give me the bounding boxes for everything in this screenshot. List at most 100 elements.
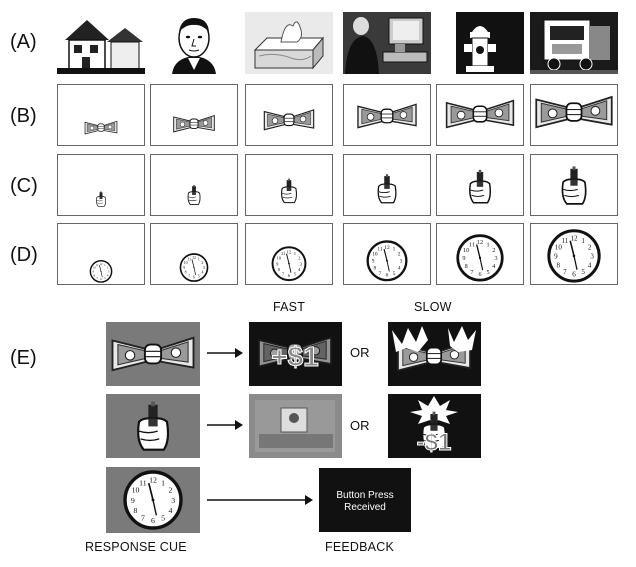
svg-text:9: 9 (554, 252, 558, 260)
svg-text:4: 4 (588, 262, 592, 270)
arrow-clock-to-feedback (207, 495, 313, 505)
svg-text:1: 1 (486, 241, 489, 248)
svg-text:9: 9 (276, 262, 279, 267)
svg-text:3: 3 (203, 266, 205, 270)
svg-text:1: 1 (393, 247, 396, 253)
svg-text:4: 4 (298, 268, 301, 273)
svg-text:2: 2 (298, 256, 301, 261)
svg-text:2: 2 (492, 247, 495, 254)
svg-text:8: 8 (278, 268, 281, 273)
svg-text:7: 7 (282, 273, 285, 278)
svg-text:10: 10 (93, 266, 96, 270)
feedback-line-1: Button Press (336, 490, 394, 501)
svg-text:3: 3 (300, 262, 303, 267)
svg-text:11: 11 (562, 237, 569, 245)
svg-text:7: 7 (563, 268, 567, 276)
arrow-money-to-outcomes (207, 348, 243, 358)
or-label-gun: OR (350, 418, 370, 433)
svg-text:4: 4 (201, 271, 203, 275)
svg-text:7: 7 (470, 269, 473, 276)
svg-text:6: 6 (151, 516, 155, 525)
svg-text:12: 12 (149, 476, 157, 485)
svg-text:11: 11 (281, 252, 286, 257)
svg-text:8: 8 (374, 266, 377, 272)
arrow-gun-to-outcomes (207, 420, 243, 430)
svg-text:5: 5 (104, 276, 106, 280)
gun-response-cue-image (106, 394, 200, 458)
row-a-face-image (150, 12, 238, 74)
money-cue-size-4 (343, 84, 431, 146)
svg-text:1: 1 (198, 257, 200, 261)
row-a-house-image (57, 12, 145, 74)
svg-text:6: 6 (386, 273, 389, 279)
svg-text:6: 6 (572, 271, 576, 279)
money-cue-size-5 (436, 84, 524, 146)
slow-caption: SLOW (414, 300, 452, 314)
svg-text:8: 8 (557, 262, 561, 270)
feedback-box: Button Press Received (319, 468, 411, 532)
gun-cue-size-3 (245, 154, 333, 216)
svg-text:3: 3 (108, 269, 110, 273)
money-fast-outcome-image: +$1 (249, 322, 342, 386)
svg-text:2: 2 (107, 266, 109, 270)
gun-cue-size-6 (530, 154, 618, 216)
svg-text:4: 4 (169, 506, 173, 515)
row-a-tissue-box-image (245, 12, 333, 74)
svg-text:10: 10 (372, 252, 378, 258)
svg-text:11: 11 (377, 247, 383, 253)
svg-text:12: 12 (477, 239, 483, 246)
svg-text:12: 12 (287, 251, 292, 256)
money-cue-size-3 (245, 84, 333, 146)
svg-text:1: 1 (294, 252, 297, 257)
svg-text:7: 7 (379, 271, 382, 277)
row-label-e: (E) (10, 347, 37, 369)
svg-text:1: 1 (161, 478, 165, 487)
svg-text:8: 8 (185, 271, 187, 275)
svg-text:9: 9 (462, 255, 465, 262)
gun-cue-size-2 (150, 154, 238, 216)
svg-text:5: 5 (198, 274, 200, 278)
svg-text:9: 9 (131, 496, 135, 505)
svg-text:7: 7 (96, 276, 98, 280)
fast-caption: FAST (273, 300, 306, 314)
svg-text:5: 5 (393, 271, 396, 277)
svg-text:12: 12 (192, 256, 196, 260)
svg-text:11: 11 (469, 241, 475, 248)
svg-text:11: 11 (96, 263, 99, 267)
gun-slow-outcome-image: -$1 (388, 394, 481, 458)
svg-text:11: 11 (187, 257, 191, 261)
svg-text:2: 2 (201, 261, 203, 265)
row-a-fire-hydrant-image (436, 12, 524, 74)
feedback-line-2: Received (344, 502, 386, 513)
svg-text:5: 5 (581, 268, 585, 276)
svg-text:7: 7 (141, 513, 145, 522)
svg-text:12: 12 (384, 245, 390, 251)
row-a-truck-image (530, 12, 618, 74)
gun-cue-size-5 (436, 154, 524, 216)
svg-text:6: 6 (100, 277, 102, 281)
svg-text:4: 4 (398, 266, 401, 272)
svg-text:11: 11 (139, 478, 147, 487)
gun-cue-size-4 (343, 154, 431, 216)
money-slow-outcome-image (388, 322, 481, 386)
svg-text:5: 5 (161, 513, 165, 522)
svg-text:10: 10 (132, 486, 140, 495)
svg-text:3: 3 (400, 259, 403, 265)
gun-cue-size-1 (57, 154, 145, 216)
svg-text:10: 10 (184, 261, 188, 265)
row-label-b: (B) (10, 105, 37, 127)
row-a-computer-user-image (343, 12, 431, 74)
svg-text:8: 8 (465, 263, 468, 270)
row-label-a: (A) (10, 31, 37, 53)
svg-text:12: 12 (570, 234, 578, 242)
svg-text:5: 5 (294, 273, 297, 278)
feedback-caption: FEEDBACK (325, 540, 394, 554)
svg-text:9: 9 (183, 266, 185, 270)
svg-text:8: 8 (134, 506, 138, 515)
money-cue-size-1 (57, 84, 145, 146)
money-cue-size-2 (150, 84, 238, 146)
